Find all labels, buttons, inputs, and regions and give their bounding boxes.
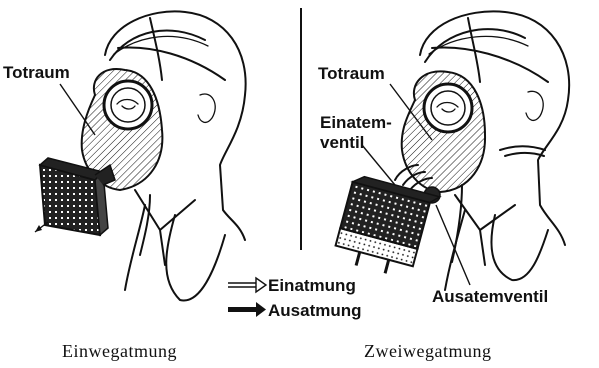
right-neck-strap — [500, 146, 545, 156]
left-caption: Einwegatmung — [62, 341, 177, 361]
right-einatemventil-label-line1: Einatem- — [320, 113, 392, 132]
left-neck — [140, 195, 150, 255]
right-filter-canister — [332, 174, 440, 282]
left-ear — [198, 94, 215, 122]
legend-inhale-label: Einatmung — [268, 276, 356, 295]
right-einatemventil-label-line2: ventil — [320, 133, 364, 152]
right-caption: Zweiwegatmung — [364, 341, 491, 361]
left-eyepiece-inner — [111, 88, 145, 122]
legend-inhale-arrow — [228, 278, 266, 292]
right-eyepiece-inner — [431, 91, 465, 125]
right-totraum-label: Totraum — [318, 64, 385, 83]
legend-exhale-label: Ausatmung — [268, 301, 362, 320]
left-collar — [125, 190, 195, 290]
legend-exhale-arrow — [228, 302, 266, 317]
left-panel: Totraum Einwegatmung — [3, 11, 246, 361]
right-ausatemventil-leader — [436, 205, 470, 285]
right-ear — [526, 91, 543, 120]
right-carry-strap — [491, 215, 548, 280]
airflow-legend: Einatmung Ausatmung — [228, 276, 362, 320]
left-filter-canister — [40, 158, 115, 235]
left-carry-strap — [166, 215, 225, 300]
right-ausatemventil-label: Ausatemventil — [432, 287, 548, 306]
left-totraum-label: Totraum — [3, 63, 70, 82]
